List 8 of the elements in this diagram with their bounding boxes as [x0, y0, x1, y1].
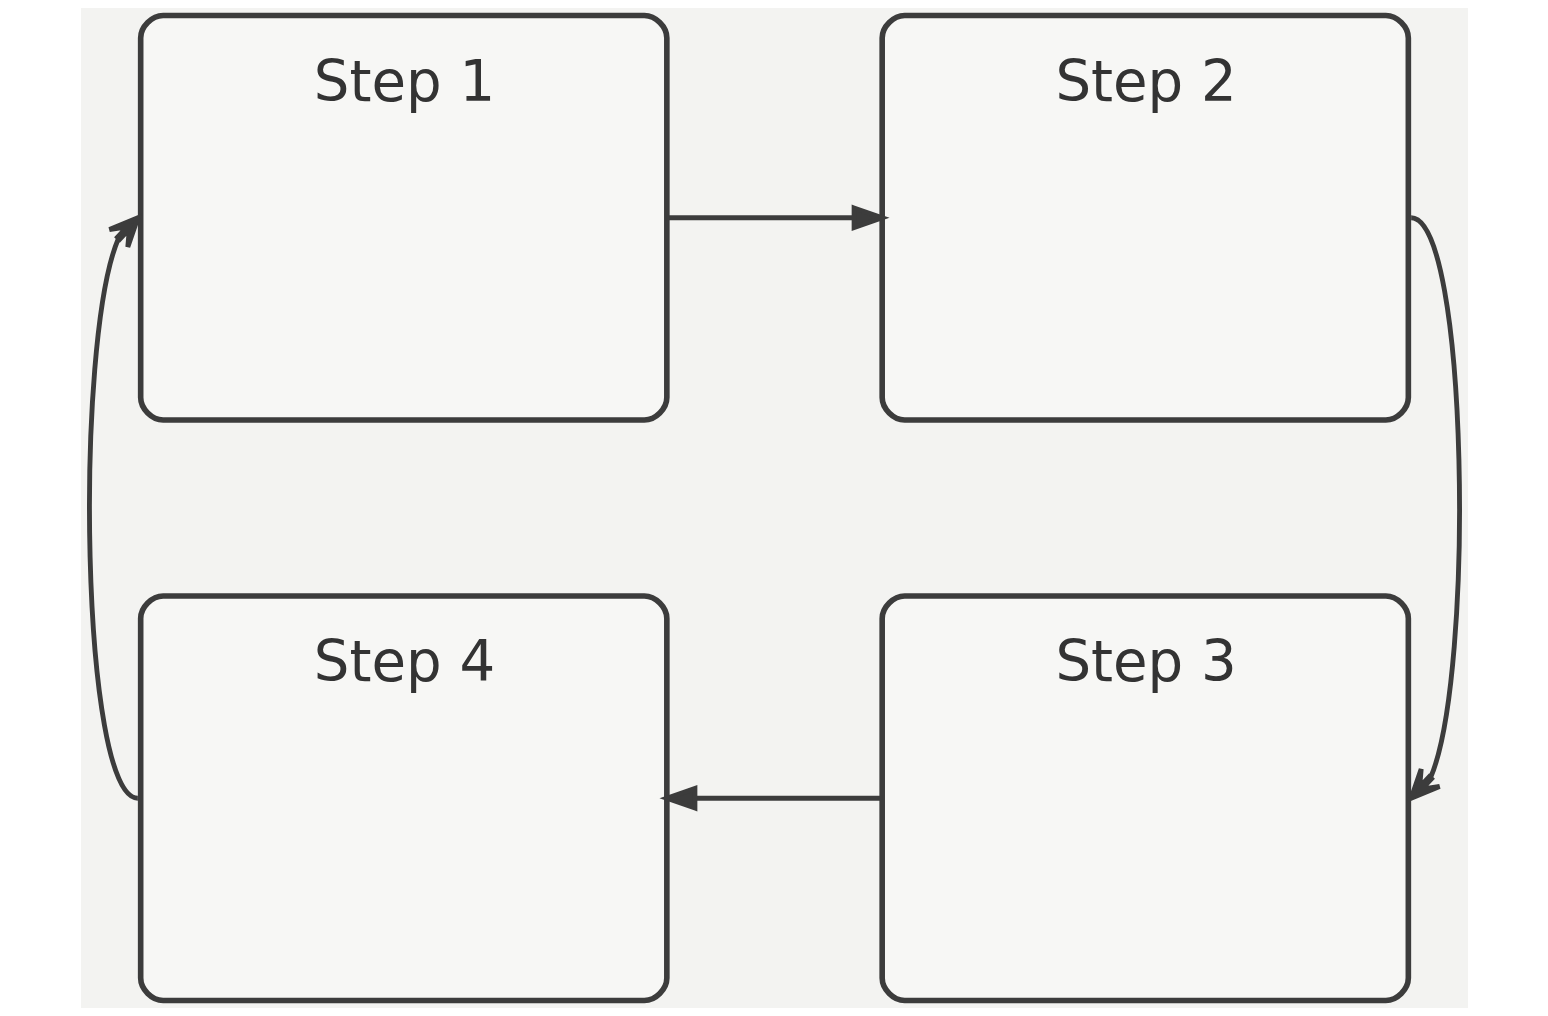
node-box: Step 3 — [878, 593, 1411, 1004]
arrow — [658, 784, 882, 812]
node-box: Step 2 — [878, 12, 1411, 423]
arrow — [1408, 215, 1462, 801]
arrow — [666, 204, 890, 232]
arrow — [86, 215, 140, 801]
node-box: Step 4 — [137, 593, 670, 1004]
node-box: Step 1 — [137, 12, 670, 423]
